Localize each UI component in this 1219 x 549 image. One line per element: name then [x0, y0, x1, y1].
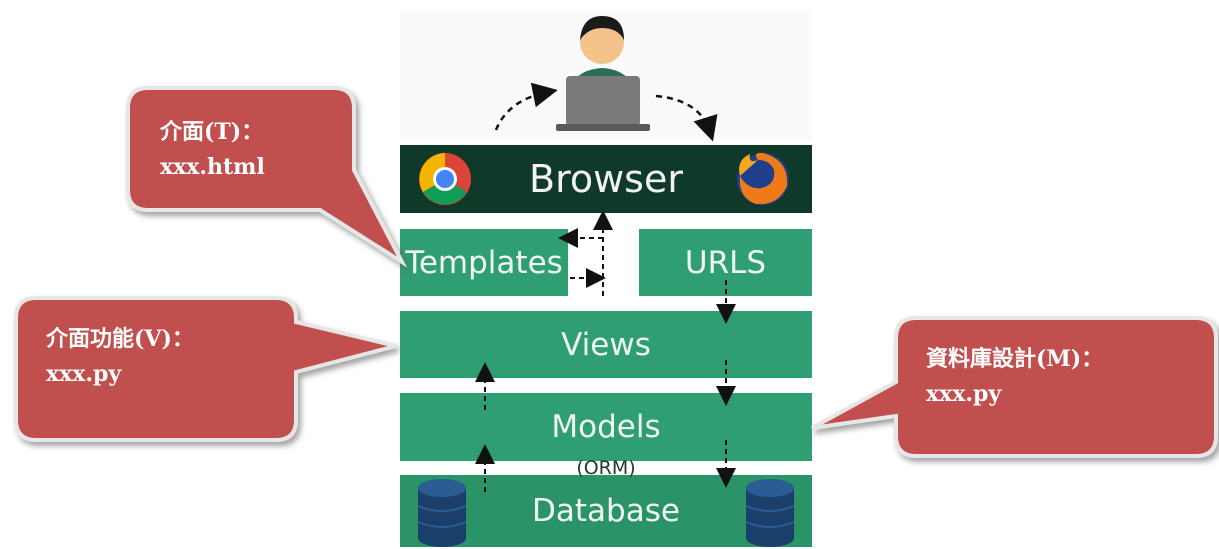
views-callout-file: xxx.py	[46, 361, 122, 388]
templates-label: Templates	[405, 244, 563, 281]
models-callout-file: xxx.py	[926, 381, 1002, 408]
arrow-to-user	[494, 82, 558, 131]
models-callout-title: 資料庫設計(M)：	[926, 346, 1104, 372]
views-block: Views	[400, 311, 812, 378]
user-at-laptop-icon	[556, 16, 650, 131]
views-label: Views	[561, 326, 651, 363]
views-callout-title: 介面功能(V)：	[46, 326, 194, 352]
templates-block: Templates	[400, 229, 568, 296]
models-block: Models	[400, 393, 812, 461]
templates-callout: 介面(T)： xxx.html	[160, 115, 265, 185]
arrow-from-user	[655, 94, 718, 142]
models-callout: 資料庫設計(M)： xxx.py	[926, 342, 1103, 412]
views-callout: 介面功能(V)： xxx.py	[46, 322, 194, 392]
templates-callout-file: xxx.html	[160, 154, 265, 181]
browser-label: Browser	[529, 157, 683, 201]
database-block: Database	[400, 475, 812, 547]
database-label: Database	[532, 493, 680, 529]
templates-callout-title: 介面(T)：	[160, 119, 264, 145]
browser-bar: Browser	[400, 145, 812, 213]
models-orm-label: (ORM)	[576, 457, 636, 479]
models-label: Models	[551, 409, 661, 445]
urls-block: URLS	[639, 229, 812, 296]
urls-label: URLS	[684, 244, 767, 281]
